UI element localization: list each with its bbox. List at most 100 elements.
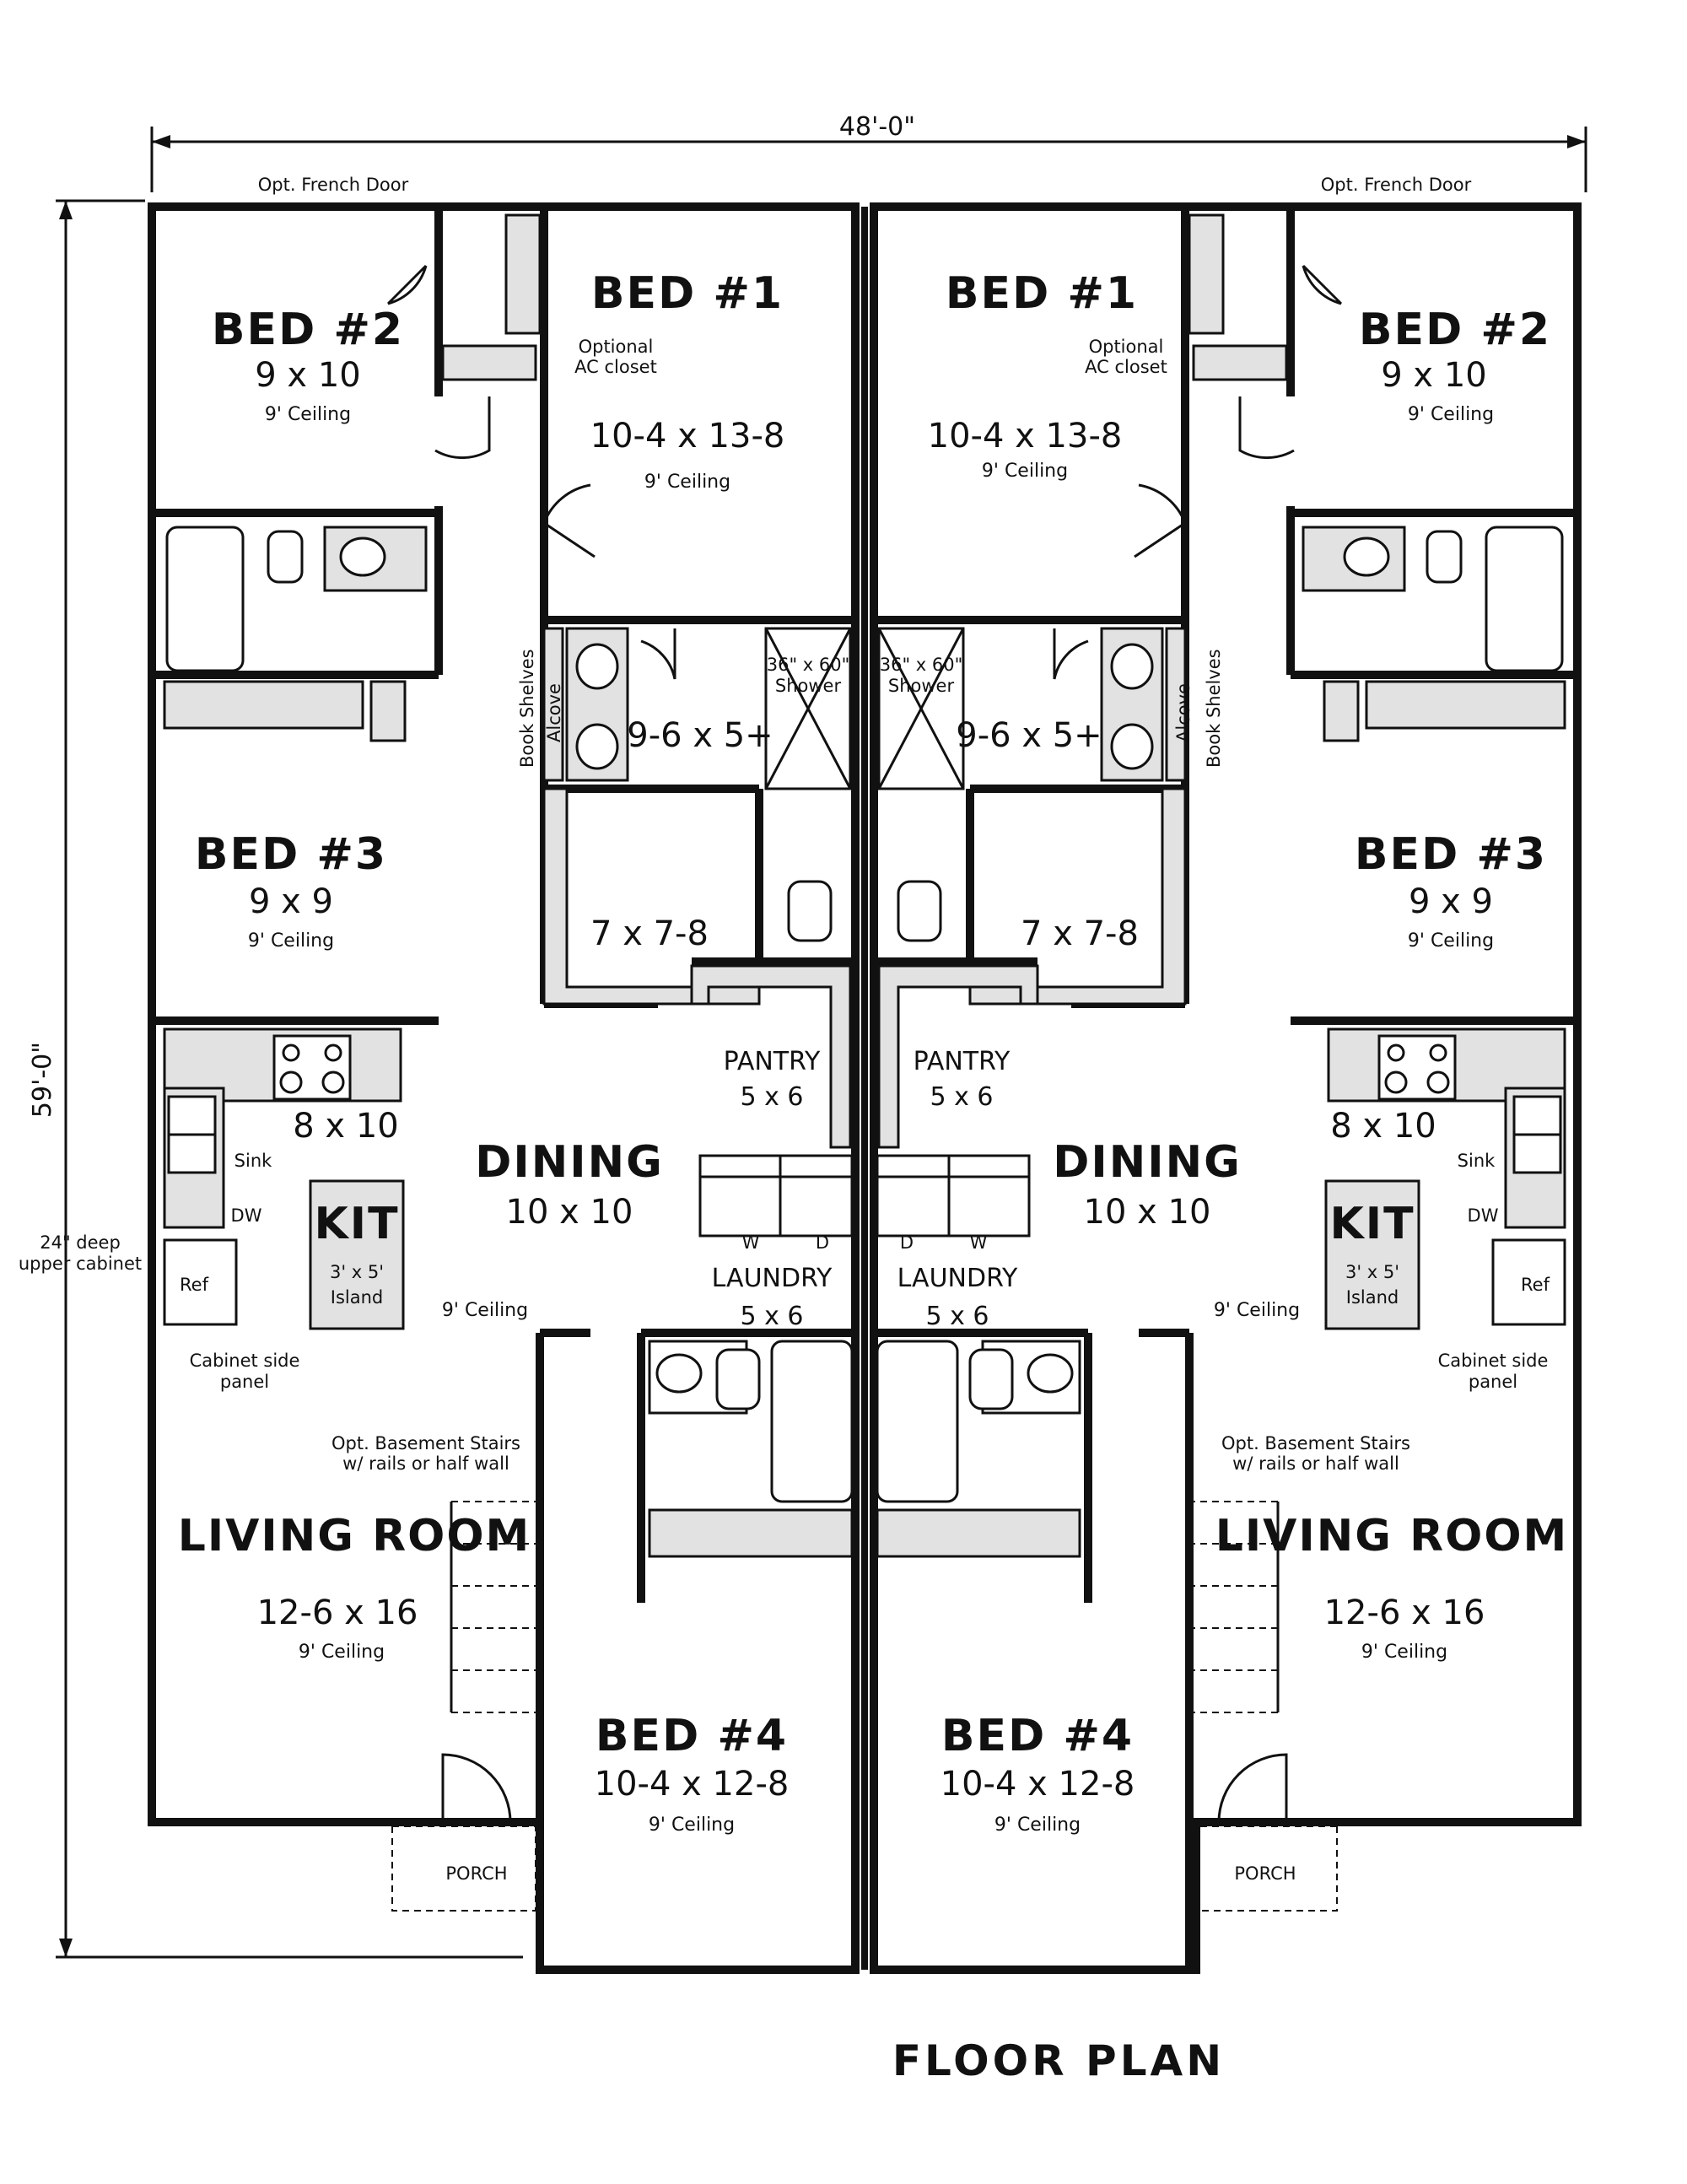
closet-shelf-icon (163, 680, 364, 730)
washer-label: W (742, 1232, 760, 1253)
closet-shelf-icon (1188, 213, 1225, 335)
stairs-note-1: Opt. Basement Stairs (331, 1433, 520, 1453)
bathtub-icon (770, 1340, 854, 1503)
dw-label: DW (1468, 1205, 1499, 1226)
laundry-name: LAUNDRY (897, 1264, 1018, 1293)
island-size: 3' x 5' (1345, 1262, 1399, 1282)
ref-label: Ref (1521, 1275, 1550, 1295)
bed2-size: 9 x 10 (1381, 356, 1486, 395)
toilet-icon (897, 880, 942, 942)
porch-label: PORCH (1234, 1863, 1296, 1884)
pantry-size: 5 x 6 (741, 1082, 804, 1112)
pantry-name: PANTRY (914, 1047, 1011, 1076)
bed1-name: BED #1 (591, 268, 784, 319)
ac-closet-icon (1192, 344, 1288, 381)
washer-label: W (970, 1232, 988, 1253)
closet-shelf-icon (369, 680, 407, 742)
book-shelves-label: Book Shelves (1204, 649, 1224, 768)
shower-size-label: 36" x 60" (767, 655, 850, 675)
bed1-name: BED #1 (946, 268, 1138, 319)
french-door-label: Opt. French Door (1321, 175, 1472, 195)
stairs-note-2: w/ rails or half wall (342, 1453, 509, 1474)
closet-size: 7 x 7-8 (1021, 914, 1139, 953)
island-size: 3' x 5' (330, 1262, 384, 1282)
plan-title: FLOOR PLAN (892, 2036, 1225, 2085)
kitchen-island-icon (1324, 1179, 1420, 1330)
panel-note-1: Cabinet side (1438, 1351, 1549, 1371)
laundry-size: 5 x 6 (926, 1302, 989, 1331)
living-room-ceiling: 9' Ceiling (299, 1642, 385, 1663)
panel-note-2: panel (220, 1372, 269, 1392)
sink-icon (1110, 723, 1154, 770)
porch-outline (1193, 1825, 1338, 1912)
bed4-ceiling: 9' Ceiling (649, 1815, 735, 1836)
bed4-size: 10-4 x 12-8 (941, 1765, 1135, 1804)
dining-size: 10 x 10 (506, 1193, 633, 1232)
porch-label: PORCH (445, 1863, 507, 1884)
dining-name: DINING (1053, 1137, 1242, 1188)
toilet-icon (267, 530, 304, 584)
overall-width-label: 48'-0" (839, 112, 915, 142)
bed4-name: BED #4 (941, 1711, 1134, 1761)
upper-cabinet-note-2: upper cabinet (19, 1254, 142, 1274)
bed1-ceiling: 9' Ceiling (982, 461, 1068, 482)
right-unit-labels: Opt. French Door BED #2 9 x 10 9' Ceilin… (880, 175, 1569, 1884)
sink-label: Sink (1458, 1151, 1496, 1171)
bed3-size: 9 x 9 (1409, 882, 1493, 921)
sink-icon (1110, 643, 1154, 690)
overall-depth-label: 59'-0" (28, 1042, 57, 1118)
bed3-ceiling: 9' Ceiling (248, 930, 334, 952)
toilet-icon (787, 880, 833, 942)
island-label: Island (1346, 1287, 1399, 1308)
sink-icon (1027, 1353, 1074, 1394)
bed1-ceiling: 9' Ceiling (644, 472, 730, 493)
ac-closet-label-2: AC closet (574, 357, 657, 377)
bed2-name: BED #2 (212, 305, 404, 355)
living-room-size: 12-6 x 16 (1324, 1594, 1485, 1632)
french-door-label: Opt. French Door (258, 175, 409, 195)
dryer-icon (779, 1154, 854, 1238)
pantry-shelf-icon (690, 964, 852, 1149)
closet-shelf-icon (876, 1508, 1081, 1558)
master-bath-size: 9-6 x 5+ (627, 716, 773, 755)
left-unit-fixtures (163, 206, 854, 1912)
living-room-size: 12-6 x 16 (257, 1594, 418, 1632)
porch-outline (391, 1825, 536, 1912)
kitchen-size: 8 x 10 (293, 1107, 398, 1146)
washer-icon (947, 1154, 1031, 1238)
refrigerator-icon (1491, 1238, 1566, 1326)
entry-door-icon (1217, 1753, 1288, 1823)
toilet-icon (968, 1348, 1014, 1410)
stairs-note-2: w/ rails or half wall (1232, 1453, 1399, 1474)
closet-shelf-icon (504, 213, 542, 335)
island-label: Island (331, 1287, 383, 1308)
sink-icon (655, 1353, 703, 1394)
dining-ceiling: 9' Ceiling (442, 1300, 528, 1321)
closet-shelf-icon (648, 1508, 854, 1558)
ac-closet-label-2: AC closet (1085, 357, 1167, 377)
shower-size-label: 36" x 60" (880, 655, 963, 675)
sink-label: Sink (234, 1151, 272, 1171)
bed2-ceiling: 9' Ceiling (265, 404, 351, 425)
closet-size: 7 x 7-8 (590, 914, 709, 953)
book-shelves-icon (1165, 627, 1187, 782)
sink-icon (575, 643, 619, 690)
living-room-name: LIVING ROOM (1215, 1511, 1569, 1561)
stairs-note-1: Opt. Basement Stairs (1221, 1433, 1410, 1453)
bed3-name: BED #3 (195, 829, 387, 880)
washer-icon (698, 1154, 782, 1238)
pantry-shelf-icon (877, 964, 1039, 1149)
entry-door-icon (441, 1753, 512, 1823)
sink-icon (339, 537, 386, 577)
pantry-size: 5 x 6 (930, 1082, 994, 1112)
kit-label: KIT (314, 1199, 399, 1249)
dining-size: 10 x 10 (1084, 1193, 1211, 1232)
book-shelves-icon (542, 627, 564, 782)
bed2-name: BED #2 (1359, 305, 1551, 355)
bed1-size: 10-4 x 13-8 (590, 417, 785, 456)
shower-label: Shower (888, 676, 955, 696)
right-unit-walls (874, 207, 1577, 1970)
ac-closet-icon (441, 344, 537, 381)
closet-shelf-icon (1323, 680, 1360, 742)
